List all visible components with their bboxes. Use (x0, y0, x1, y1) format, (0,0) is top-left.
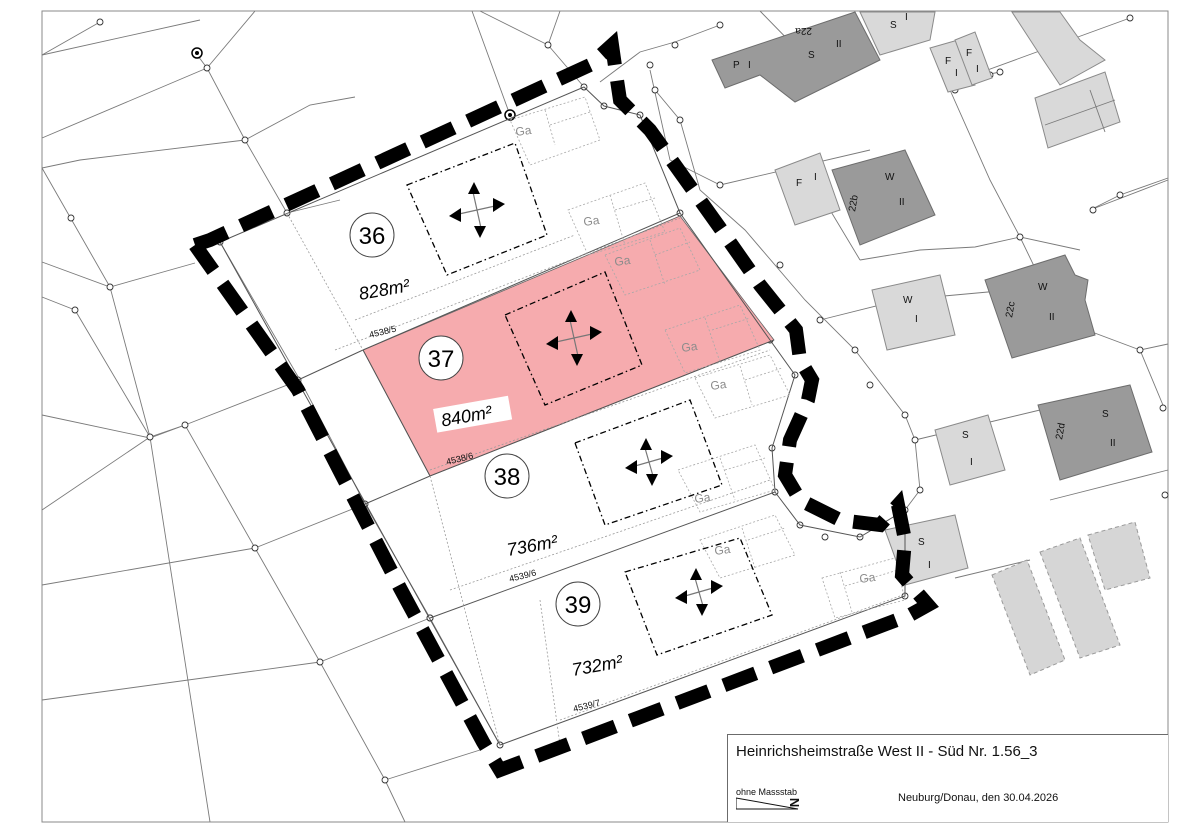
lot-39[interactable]: 39 732m² 4539/7 (555, 581, 625, 714)
building-use-label: I (976, 64, 979, 75)
building-s-i-top (859, 11, 936, 56)
lot-39-number: 39 (565, 592, 592, 619)
plan-title: Heinrichsheimstraße West II - Süd Nr. 1.… (736, 743, 1038, 760)
title-block: Heinrichsheimstraße West II - Süd Nr. 1.… (727, 734, 1168, 822)
house-number-label: 22d (1054, 422, 1068, 440)
garage-label: Ga (582, 213, 600, 229)
envelope-lot-36 (406, 142, 548, 276)
building-f-i-a (929, 39, 976, 93)
building-use-label: II (836, 39, 842, 50)
building-use-label: I (748, 60, 751, 71)
house-number-label: 22c (1004, 301, 1018, 319)
building-f-i-mid (774, 152, 841, 226)
building-w-i (871, 274, 956, 351)
lot-39-number-circle (555, 581, 601, 627)
lot-36-area: 828m² (357, 275, 412, 304)
north-arrow-icon (736, 797, 799, 810)
lot-38-number: 38 (494, 464, 521, 491)
building-use-label: S (918, 537, 925, 548)
lot-37[interactable]: 37 840m² 4538/6 (418, 335, 513, 467)
garage-label: Ga (709, 377, 727, 393)
cadastral-lines (41, 10, 1169, 823)
lot-38-number-circle (484, 453, 530, 499)
garage-labels: Ga Ga Ga Ga Ga Ga Ga Ga (514, 123, 876, 586)
garage-label: Ga (693, 490, 711, 506)
north-label: N (787, 797, 803, 808)
building-corner-ne (1011, 11, 1106, 86)
lot-37-number-circle (418, 335, 464, 381)
building-envelopes (406, 142, 773, 656)
neighbour-buildings (711, 11, 1153, 676)
lot-37-area-box (433, 395, 513, 433)
move-arrows-icon (675, 568, 723, 616)
house-number-label: 22b (847, 194, 861, 213)
development-boundary (189, 30, 939, 779)
move-arrows-icon (625, 438, 673, 486)
lot-36-number-circle (349, 212, 395, 258)
move-arrows-icon (546, 310, 602, 366)
lot-37-number: 37 (428, 346, 455, 373)
building-use-label: I (905, 12, 908, 23)
house-number-label: 22a (795, 25, 812, 36)
building-use-label: I (955, 68, 958, 79)
building-use-label: P (733, 60, 740, 71)
building-use-label: I (928, 560, 931, 571)
lot-39-area: 732m² (570, 651, 625, 680)
garage-label: Ga (713, 542, 731, 558)
lot-38-plot-id: 4539/6 (508, 568, 537, 584)
garage-label: Ga (680, 339, 698, 355)
building-f-i-b (954, 31, 993, 86)
building-use-label: S (962, 430, 969, 441)
building-s-i-mid (934, 414, 1006, 486)
garage-label: Ga (514, 123, 532, 139)
building-22b (831, 149, 936, 246)
lot-38[interactable]: 38 736m² 4539/6 (484, 453, 560, 584)
lot-39-plot-id: 4539/7 (572, 698, 601, 714)
building-use-label: W (1038, 282, 1048, 293)
building-use-label: F (966, 48, 972, 59)
building-ne-rect (1034, 71, 1121, 149)
building-use-label: S (890, 20, 897, 31)
envelope-lot-37 (504, 271, 643, 406)
lot-38-area: 736m² (505, 531, 560, 560)
building-use-label: S (808, 50, 815, 61)
building-22c (984, 254, 1096, 359)
building-use-label: F (796, 178, 802, 189)
map-frame (41, 10, 1169, 823)
garages (509, 96, 906, 619)
building-use-label: I (970, 457, 973, 468)
building-use-label: I (814, 172, 817, 183)
building-use-label: II (1049, 312, 1055, 323)
envelope-lot-38 (574, 399, 723, 526)
building-22d (1037, 384, 1153, 481)
building-planned-c (1087, 521, 1151, 591)
move-arrows-icon (449, 182, 505, 238)
building-use-label: II (899, 197, 905, 208)
garage-label: Ga (858, 570, 876, 586)
building-use-label: S (1102, 409, 1109, 420)
building-use-label: F (945, 56, 951, 67)
place-date: Neuburg/Donau, den 30.04.2026 (898, 792, 1059, 804)
garage-label: Ga (613, 253, 631, 269)
scale-note: ohne Massstab (736, 787, 798, 797)
building-planned-b (1039, 537, 1121, 659)
lot-36-number: 36 (359, 223, 386, 250)
building-22a (711, 11, 881, 103)
envelope-lot-39 (624, 537, 773, 656)
building-use-label: II (1110, 438, 1116, 449)
building-planned-a (991, 559, 1066, 676)
lot-36[interactable]: 36 828m² 4538/5 (349, 212, 412, 340)
building-use-label: W (885, 172, 895, 183)
building-use-label: W (903, 295, 913, 306)
building-use-label: I (915, 314, 918, 325)
move-arrows (449, 182, 723, 616)
